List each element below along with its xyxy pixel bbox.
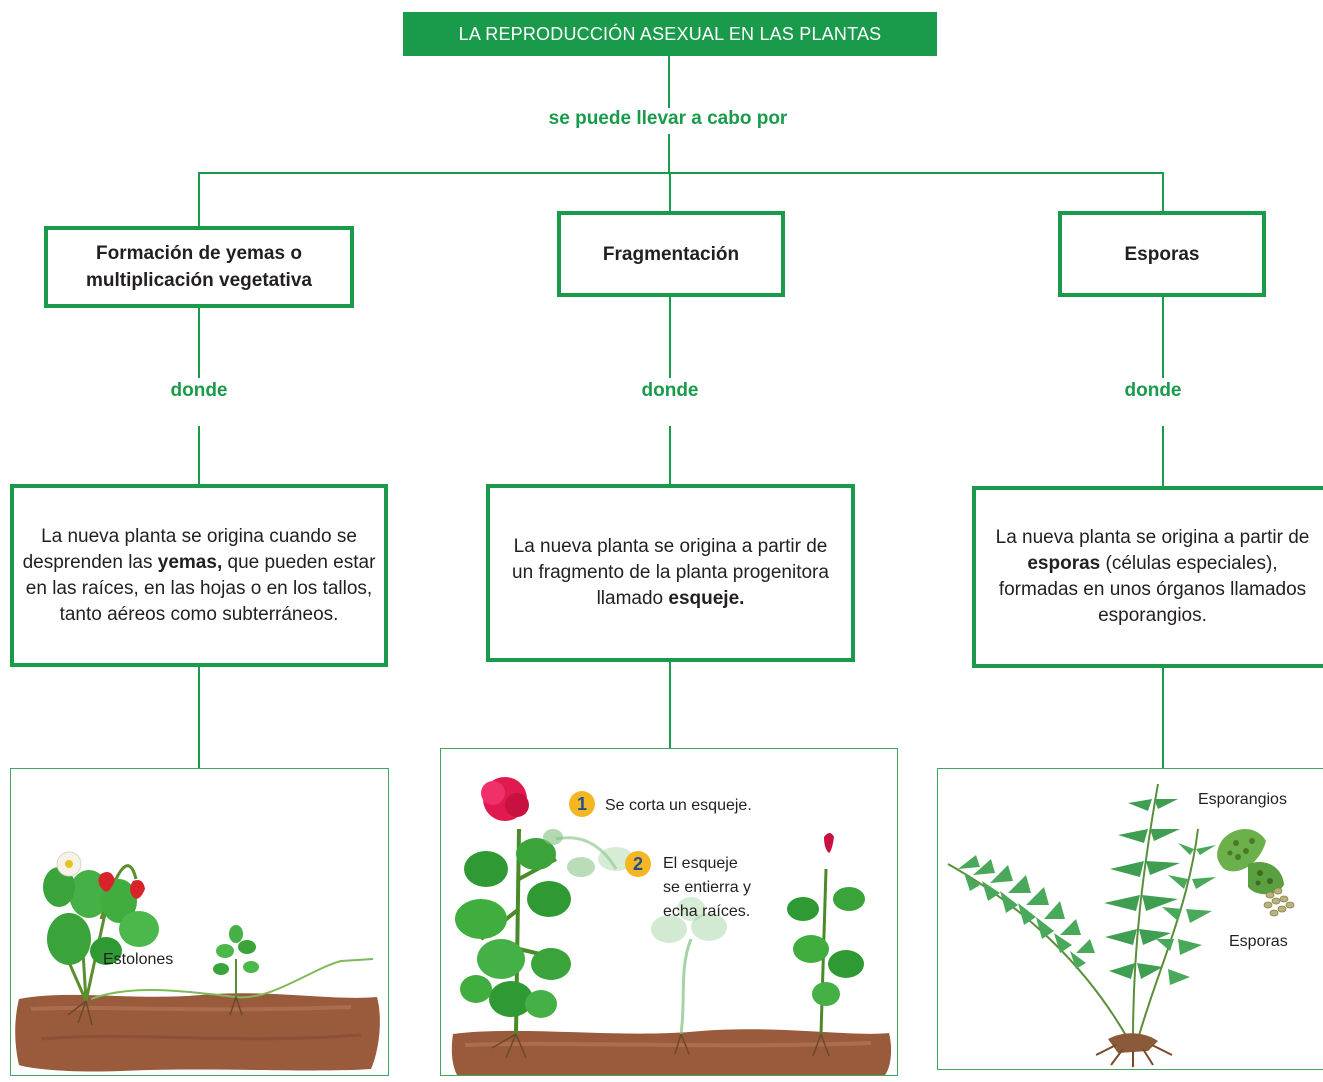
line-branch3-top xyxy=(1162,172,1164,212)
step-1-text: Se corta un esqueje. xyxy=(605,797,752,814)
method-yemas-line1: Formación de yemas o xyxy=(96,243,302,264)
method-fragmentacion-label: Fragmentación xyxy=(602,243,740,265)
desc-esporas-bold: esporas xyxy=(1027,553,1101,574)
method-box-esporas: Esporas xyxy=(1058,211,1266,297)
desc-yemas-bold: yemas, xyxy=(157,551,223,573)
diagram-title: LA REPRODUCCIÓN ASEXUAL EN LAS PLANTAS xyxy=(403,12,937,56)
strawberry-plant-illustration xyxy=(15,851,380,1072)
desc-fragmentacion-before: La nueva planta se origina a partir de u… xyxy=(512,536,829,609)
line-branch2-bottom xyxy=(669,660,671,750)
line-horizontal-branch xyxy=(198,172,1164,174)
label-esporas: Esporas xyxy=(1229,933,1288,950)
desc-box-yemas: La nueva planta se origina cuando se des… xyxy=(10,484,388,667)
connector-donde-1: donde xyxy=(150,378,248,426)
method-box-fragmentacion: Fragmentación xyxy=(557,211,785,297)
illustration-esqueje: 1 Se corta un esqueje. 2 El esqueje se e… xyxy=(440,748,898,1076)
step-2-text-line3: echa raíces. xyxy=(663,903,751,920)
illustration-helecho: Esporangios Esporas xyxy=(937,768,1323,1070)
desc-fragmentacion-bold: esqueje. xyxy=(668,588,745,609)
line-branch1-bottom xyxy=(198,665,200,770)
label-estolones: Estolones xyxy=(103,951,174,968)
fern-illustration xyxy=(947,783,1295,1067)
method-box-yemas: Formación de yemas o multiplicación vege… xyxy=(44,226,354,308)
desc-esporas-after: (células especiales), formadas en unos ó… xyxy=(998,553,1307,626)
connector-donde-3: donde xyxy=(1104,378,1202,426)
desc-yemas-after: que pueden estar en las raíces, en las h… xyxy=(25,551,376,625)
connector-main: se puede llevar a cabo por xyxy=(508,108,828,134)
step-1-badge: 1 xyxy=(569,791,595,817)
geranium-cutting-illustration xyxy=(451,777,892,1075)
method-yemas-line2: multiplicación vegetativa xyxy=(86,270,312,291)
label-esporangios: Esporangios xyxy=(1198,791,1287,808)
desc-esporas-before: La nueva planta se origina a partir de xyxy=(995,527,1310,548)
desc-box-fragmentacion: La nueva planta se origina a partir de u… xyxy=(486,484,855,662)
step-2-badge: 2 xyxy=(625,851,651,877)
method-esporas-label: Esporas xyxy=(1124,243,1200,265)
line-branch2-top xyxy=(669,172,671,212)
step-2-text-line2: se entierra y xyxy=(663,879,752,896)
line-branch1-top xyxy=(198,172,200,228)
connector-donde-2: donde xyxy=(621,378,719,426)
desc-box-esporas: La nueva planta se origina a partir de e… xyxy=(972,486,1323,668)
line-branch3-bottom xyxy=(1162,666,1164,770)
illustration-estolones: Estolones xyxy=(10,768,389,1076)
desc-yemas-before: La nueva planta se origina cuando se des… xyxy=(22,525,357,573)
step-2-text-line1: El esqueje xyxy=(663,855,738,872)
